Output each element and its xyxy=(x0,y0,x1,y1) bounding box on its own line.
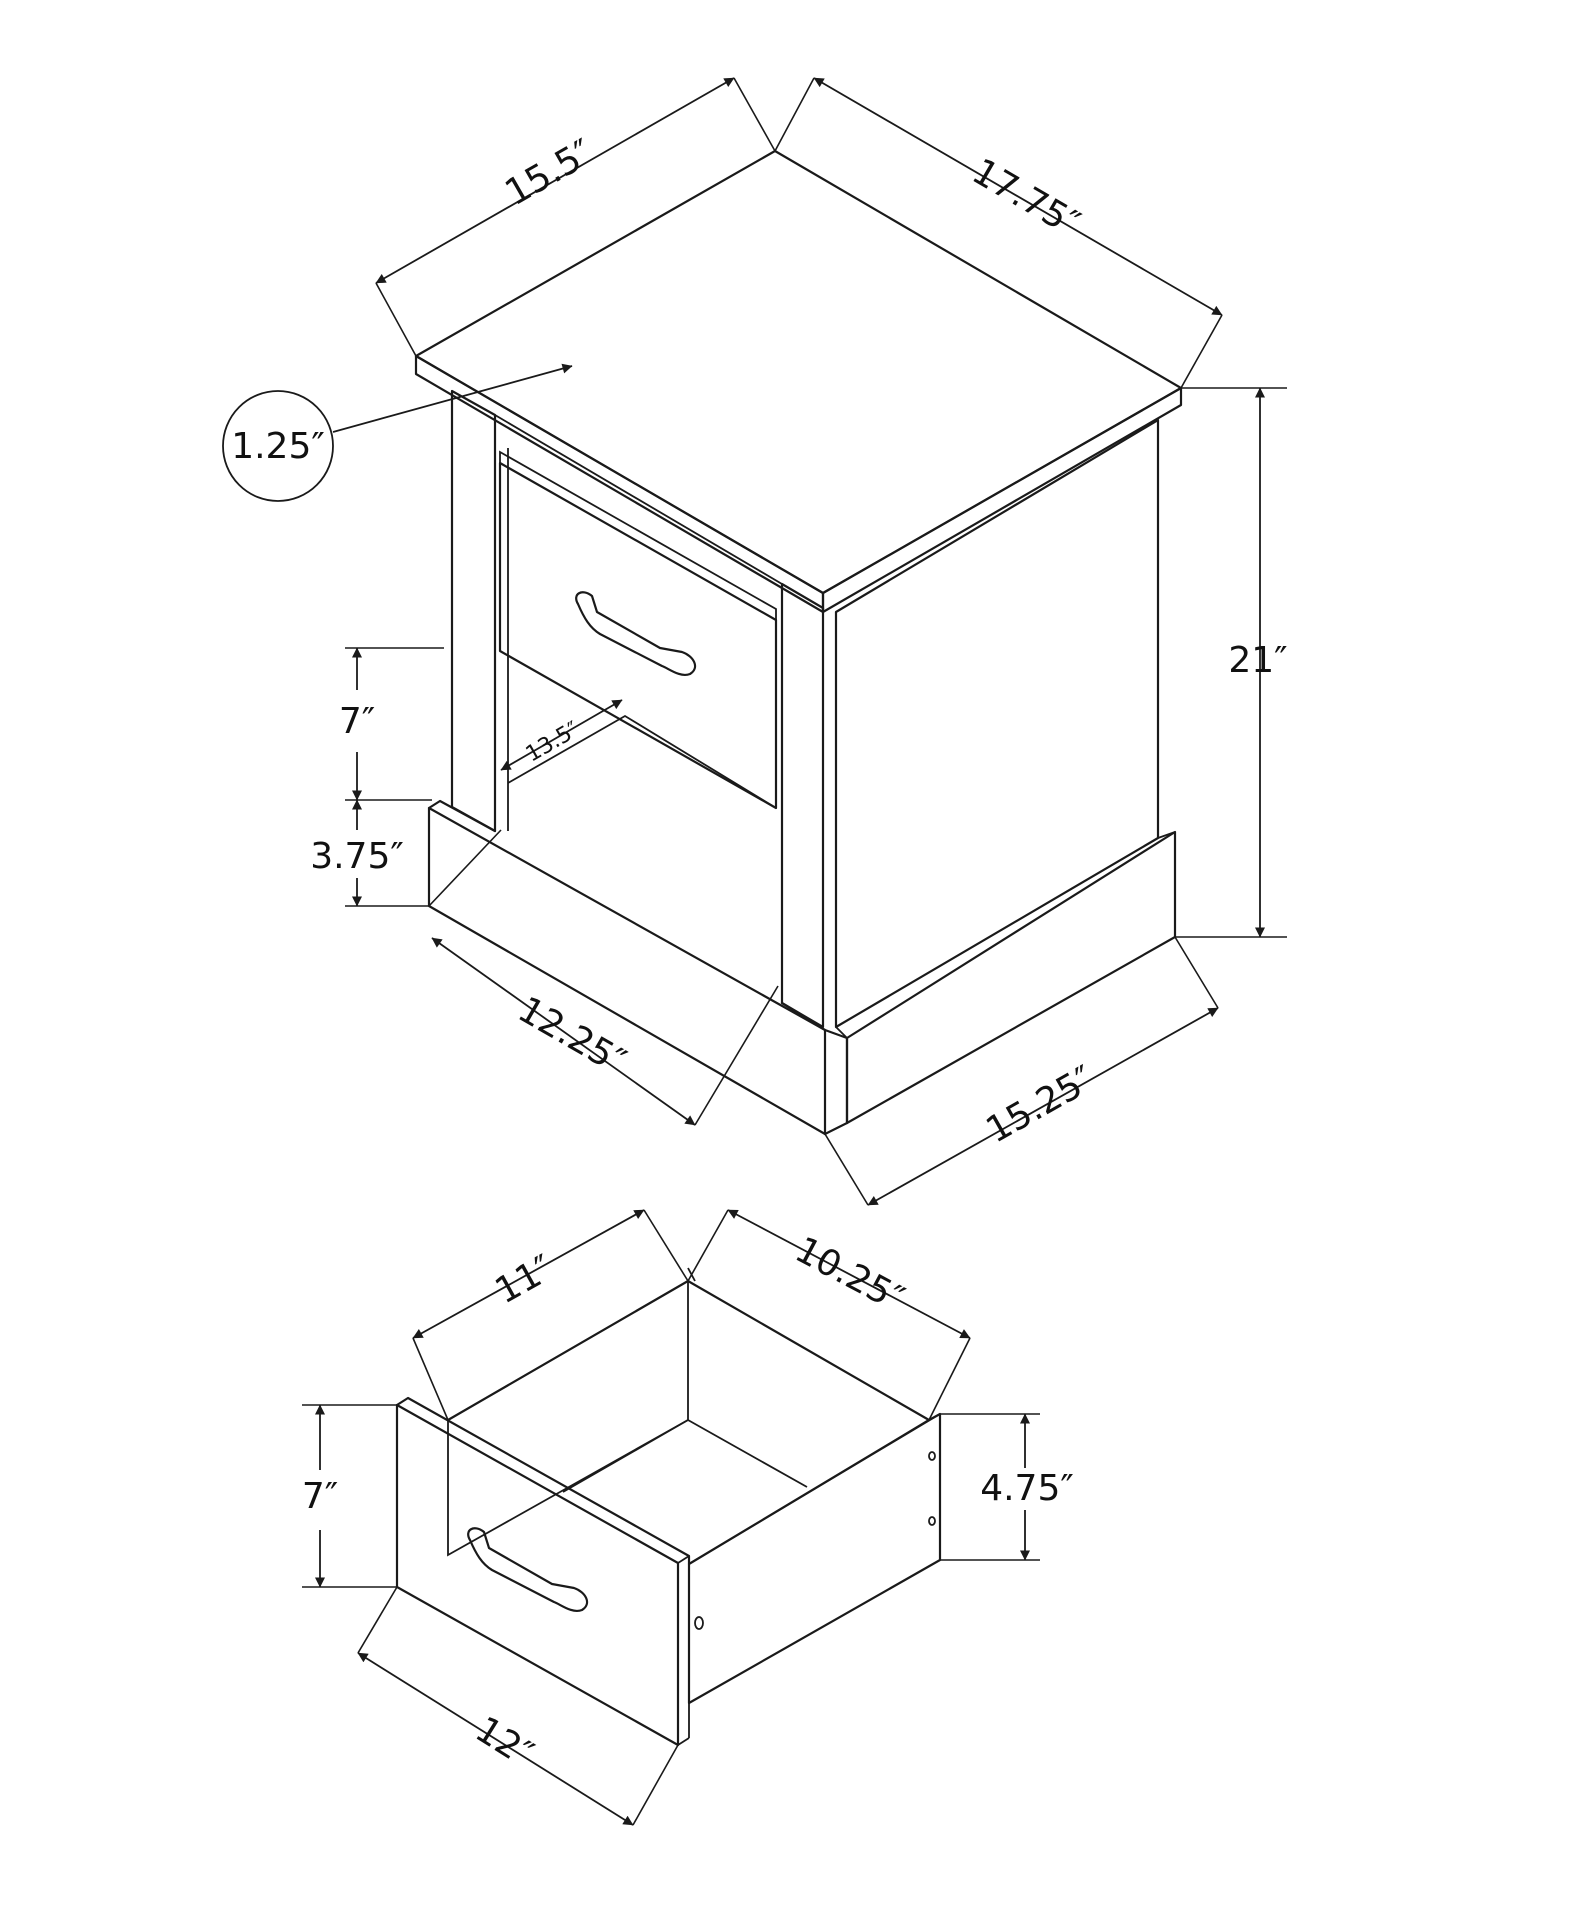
drawer-side-panel xyxy=(687,1412,942,1705)
dim-base-depth: 12.25″ xyxy=(511,989,632,1083)
drawer-handle-icon xyxy=(575,591,697,676)
dim-opening-height: 7″ xyxy=(339,701,375,742)
tabletop-front-edge xyxy=(414,354,825,614)
dim-top-width-arrow xyxy=(813,77,1223,316)
front-left-post xyxy=(450,389,497,833)
dim-base-depth-arrow xyxy=(431,937,696,1126)
dim-drawer-front-height: 7″ xyxy=(302,1476,338,1517)
dim-top-depth: 15.5″ xyxy=(498,132,600,214)
dim-base-width-arrow xyxy=(867,1007,1219,1206)
plinth-side xyxy=(845,830,1177,1125)
dim-drawer-depth: 11″ xyxy=(489,1248,561,1313)
dim-top-depth-arrow xyxy=(375,77,735,284)
front-right-post xyxy=(780,582,825,1029)
dim-height: 21″ xyxy=(1228,640,1287,681)
dim-opening-depth-arrow xyxy=(500,699,623,771)
dim-drawer-front-width: 12″ xyxy=(468,1709,540,1775)
dim-drawer-front-width-arrow xyxy=(357,1652,634,1826)
dim-top-width: 17.75″ xyxy=(965,151,1086,245)
dim-opening-depth: 13.5″ xyxy=(522,717,584,767)
tabletop-side-edge xyxy=(821,386,1183,614)
dim-base-width: 15.25″ xyxy=(980,1058,1102,1151)
plinth-front xyxy=(427,806,827,1136)
drawer-back-panel xyxy=(447,1279,689,1557)
dim-drawer-width: 10.25″ xyxy=(788,1229,910,1320)
dim-drawer-depth-arrow xyxy=(412,1209,645,1339)
nightstand-dimensions: 15.5″ 17.75″ 1.25″ 21″ 7″ 3.75″ 13.5″ 12… xyxy=(222,77,1288,1206)
dim-drawer-side-height: 4.75″ xyxy=(980,1468,1074,1509)
drawer xyxy=(395,1267,942,1747)
drawer-handle-icon-2 xyxy=(467,1527,589,1612)
nightstand xyxy=(414,149,1183,1136)
callout-circle xyxy=(222,390,334,502)
dim-top-thickness: 1.25″ xyxy=(231,426,325,467)
dim-plinth-height: 3.75″ xyxy=(310,836,404,877)
dim-drawer-width-arrow xyxy=(727,1209,971,1339)
